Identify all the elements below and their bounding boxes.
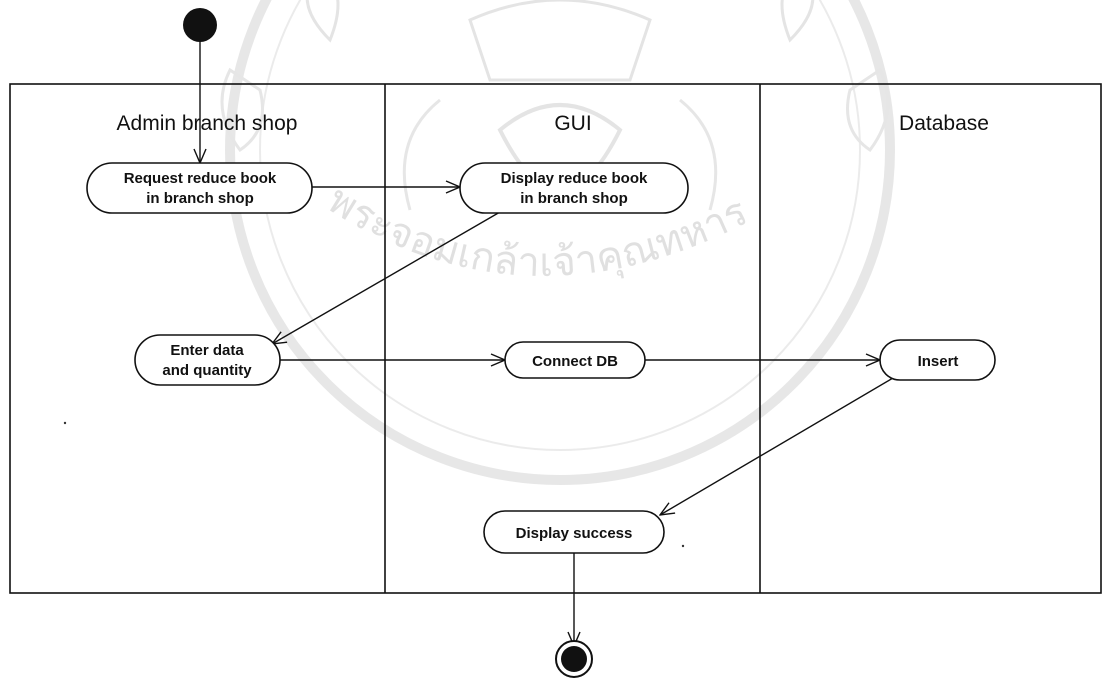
- flows: [200, 40, 894, 646]
- lane-title-gui: GUI: [554, 112, 591, 135]
- activity-connect-db: Connect DB: [504, 341, 646, 379]
- activity-label: Insert: [918, 353, 959, 370]
- activity-label: Connect DB: [532, 353, 618, 370]
- activity-request-reduce-book: Request reduce book in branch shop: [86, 162, 313, 214]
- activity-label-line-1: Request reduce book: [124, 170, 277, 187]
- flow-display-to-enter: [272, 211, 501, 344]
- speck: [681, 544, 685, 548]
- activity-display-reduce-book: Display reduce book in branch shop: [459, 162, 689, 214]
- activity-label-line-1: Display reduce book: [501, 170, 648, 187]
- activity-label: Display success: [516, 525, 633, 542]
- swimlanes: Admin branch shop GUI Database: [9, 83, 1102, 594]
- final-node: [555, 640, 593, 678]
- activity-display-success: Display success: [483, 510, 665, 554]
- speck: [63, 421, 67, 425]
- lane-title-admin: Admin branch shop: [117, 112, 298, 135]
- activity-enter-data: Enter data and quantity: [134, 334, 281, 386]
- activity-label-line-2: and quantity: [162, 362, 252, 379]
- initial-node: [183, 8, 217, 42]
- watermark-seal: พระจอมเกล้าเจ้าคุณทหาร: [220, 0, 895, 485]
- activity-label-line-1: Enter data: [170, 342, 244, 359]
- activity-insert: Insert: [879, 339, 996, 381]
- activity-label-line-2: in branch shop: [146, 190, 254, 207]
- swimlane-frame: [9, 83, 1102, 594]
- flow-insert-to-success: [660, 377, 894, 515]
- activity-label-line-2: in branch shop: [520, 190, 628, 207]
- lane-title-database: Database: [899, 112, 989, 135]
